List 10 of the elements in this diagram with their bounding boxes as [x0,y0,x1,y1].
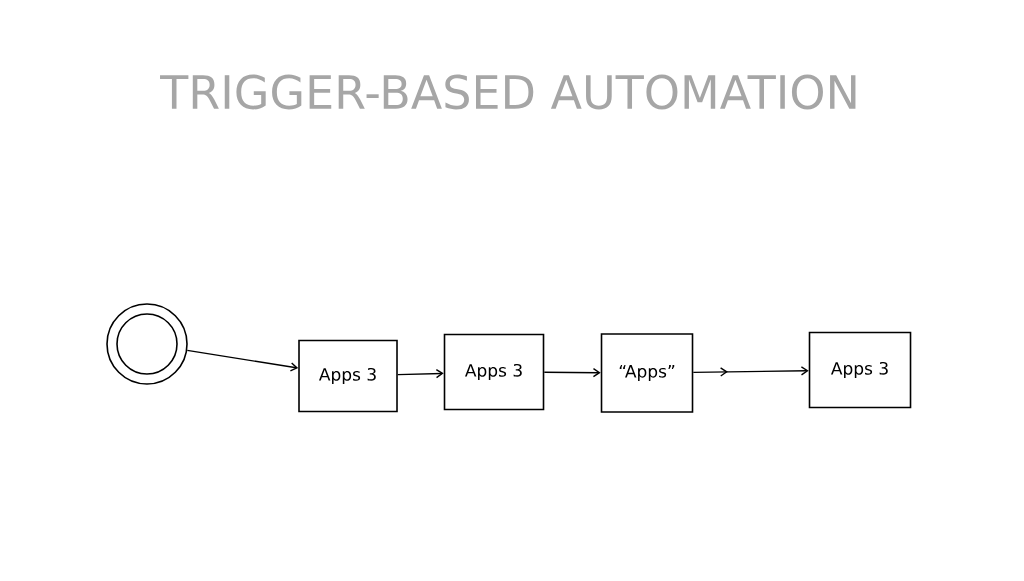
start-circle [106,303,188,385]
arrow [397,368,444,379]
arrow [543,367,601,378]
process-box: Apps 3 [443,333,545,411]
process-box: Apps 3 [298,339,398,413]
process-box: “Apps” [600,333,694,413]
arrow [186,349,299,372]
arrow [692,366,809,377]
process-box: Apps 3 [808,331,912,409]
title: TRIGGER-BASED AUTOMATION [160,74,856,110]
